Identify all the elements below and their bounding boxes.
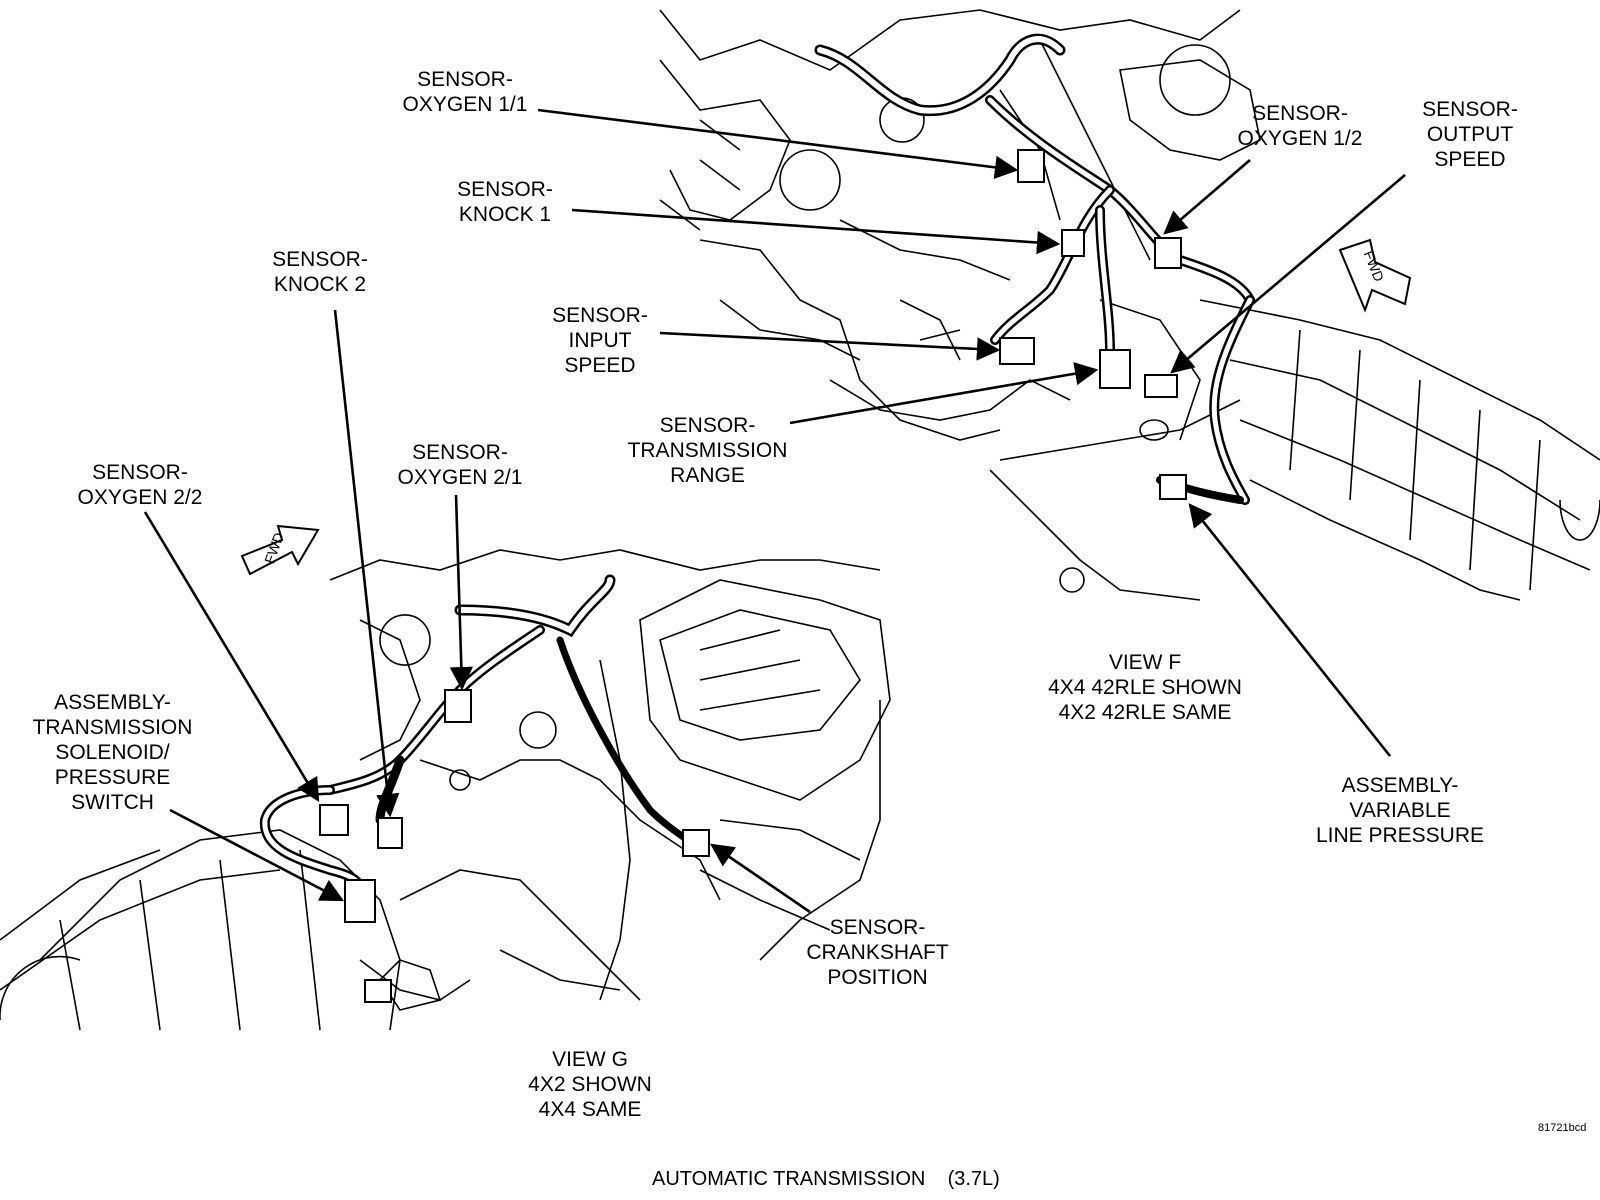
label-sensor-oxygen-1-2: SENSOR-OXYGEN 1/2 (1237, 102, 1363, 150)
leader-variable-line-pressure (1188, 503, 1392, 757)
leader-solenoid (169, 808, 345, 902)
leader-lines (143, 108, 1406, 914)
fwd-arrow-view-g (240, 524, 320, 576)
fwd-arrow-view-f (1338, 238, 1412, 313)
label-sensor-knock-2: SENSOR-KNOCK 2 (272, 248, 368, 296)
figure-title: AUTOMATIC TRANSMISSION (3.7L) (652, 1168, 1000, 1190)
leader-knock-1 (571, 208, 1061, 255)
figure-code: 81721bcd (1538, 1122, 1587, 1134)
leader-input-speed (659, 331, 1001, 361)
leader-oxygen-1-2 (1163, 159, 1251, 235)
leader-oxygen-2-1 (449, 494, 474, 691)
leader-knock-2 (333, 309, 400, 818)
label-sensor-knock-1: SENSOR-KNOCK 1 (457, 178, 553, 226)
leader-oxygen-2-2 (143, 511, 320, 803)
label-sensor-oxygen-1-1: SENSOR-OXYGEN 1/1 (402, 68, 528, 116)
view-f-artwork (659, 9, 1600, 601)
label-sensor-oxygen-2-1: SENSOR-OXYGEN 2/1 (397, 441, 523, 489)
leader-transmission-range (789, 362, 1099, 425)
leader-output-speed (1170, 174, 1406, 374)
view-g-harness (259, 574, 704, 895)
leader-crankshaft (710, 843, 811, 914)
label-sensor-oxygen-2-2: SENSOR-OXYGEN 2/2 (77, 461, 203, 509)
view-g-artwork (0, 549, 891, 1031)
view-f-harness (814, 33, 1255, 505)
leader-oxygen-1-1 (537, 108, 1019, 179)
view-g-connectors (319, 689, 710, 1003)
